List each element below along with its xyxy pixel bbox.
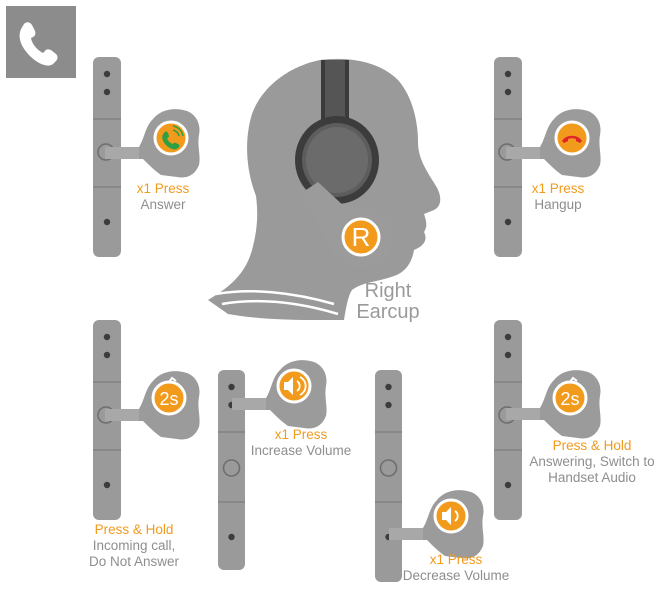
volume-down-icon <box>433 498 469 534</box>
earcup-label-line1: Right <box>364 280 412 302</box>
svg-text:2s: 2s <box>560 389 579 409</box>
label-switch: Press & Hold Answering, Switch to Handse… <box>518 438 666 486</box>
answer-desc: Answer <box>140 197 186 212</box>
timer-icon-switch: 2s <box>552 376 588 416</box>
timer-icon-reject: 2s <box>151 376 187 416</box>
hangup-action: x1 Press <box>531 181 585 196</box>
volume-down-desc: Decrease Volume <box>402 568 510 583</box>
label-reject: Press & Hold Incoming call, Do Not Answe… <box>74 522 194 570</box>
label-hangup: x1 Press Hangup <box>515 181 601 213</box>
reject-desc-1: Incoming call, <box>92 538 176 553</box>
answer-action: x1 Press <box>136 181 190 196</box>
earcup-r-badge: R <box>341 217 381 257</box>
volume-down-action: x1 Press <box>429 552 483 567</box>
switch-desc-2: Handset Audio <box>548 470 636 485</box>
headset-earcup <box>295 60 379 204</box>
label-volume-up: x1 Press Increase Volume <box>240 427 362 459</box>
svg-text:2s: 2s <box>159 389 178 409</box>
volume-up-desc: Increase Volume <box>250 443 352 458</box>
volume-up-icon <box>276 368 312 404</box>
switch-desc-1: Answering, Switch to <box>529 454 655 469</box>
hangup-desc: Hangup <box>534 197 582 212</box>
strip-volume-up <box>218 370 245 570</box>
strip-volume-down <box>375 370 402 582</box>
reject-action: Press & Hold <box>94 522 174 537</box>
answer-call-icon <box>153 120 189 156</box>
reject-desc-2: Do Not Answer <box>88 554 180 569</box>
earcup-label-line2: Earcup <box>356 301 420 323</box>
label-volume-down: x1 Press Decrease Volume <box>392 552 520 584</box>
volume-up-action: x1 Press <box>274 427 328 442</box>
earcup-label: Right Earcup <box>346 281 430 323</box>
hangup-call-icon <box>554 120 590 156</box>
label-answer: x1 Press Answer <box>120 181 206 213</box>
svg-text:R: R <box>352 222 371 252</box>
phone-icon <box>6 6 76 78</box>
switch-action: Press & Hold <box>552 438 632 453</box>
